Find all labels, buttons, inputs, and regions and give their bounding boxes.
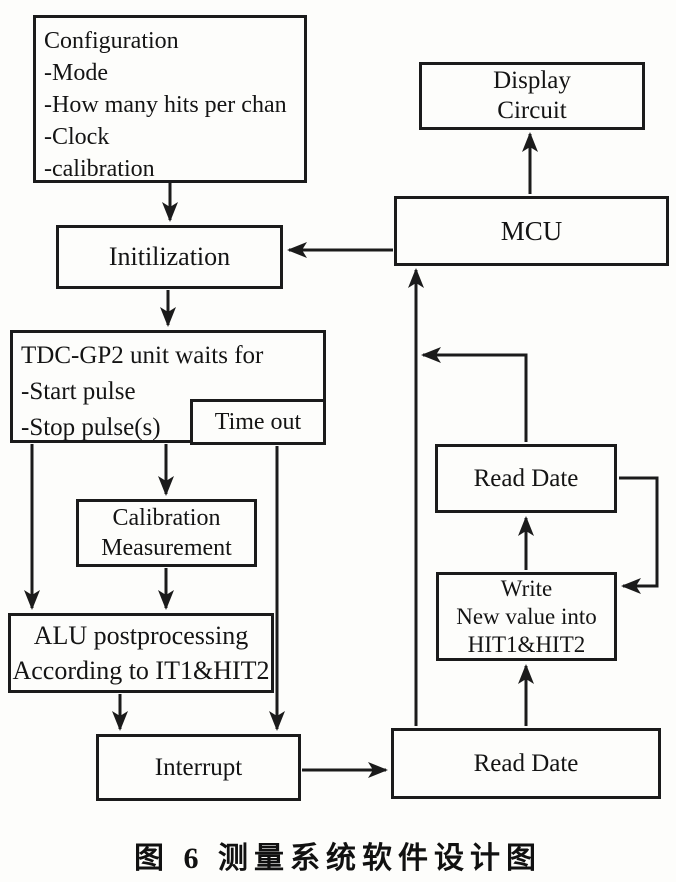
node-interrupt-label: Interrupt bbox=[154, 753, 243, 781]
node-write-new-value-line: HIT1&HIT2 bbox=[467, 631, 586, 657]
arrow-read-date-upper-to-write-loop bbox=[619, 476, 659, 594]
node-time-out-label: Time out bbox=[214, 408, 302, 435]
node-alu-postprocessing: ALU postprocessing According to IT1&HIT2 bbox=[8, 613, 274, 693]
node-time-out: Time out bbox=[190, 399, 326, 445]
node-display-circuit-line: Circuit bbox=[497, 97, 567, 124]
node-tdc-gp2-wait-line: TDC-GP2 unit waits for bbox=[21, 342, 264, 369]
node-write-new-value-line: Write bbox=[500, 575, 553, 601]
node-configuration-line: Configuration bbox=[44, 28, 179, 54]
node-configuration-line: -Mode bbox=[44, 60, 108, 86]
node-write-new-value-line: New value into bbox=[456, 603, 597, 629]
node-mcu-label: MCU bbox=[500, 215, 563, 246]
node-read-date-upper-label: Read Date bbox=[473, 464, 579, 492]
node-configuration-line: -calibration bbox=[44, 156, 155, 182]
node-initialization: Initilization bbox=[56, 225, 283, 289]
node-configuration-line: -Clock bbox=[44, 124, 110, 150]
node-tdc-gp2-wait-line: -Stop pulse(s) bbox=[21, 414, 161, 441]
node-calibration-measurement-line: Measurement bbox=[101, 535, 232, 561]
node-calibration-measurement-line: Calibration bbox=[112, 505, 221, 531]
node-tdc-gp2-wait-line: -Start pulse bbox=[21, 378, 136, 405]
node-display-circuit: Display Circuit bbox=[419, 62, 645, 130]
node-calibration-measurement: Calibration Measurement bbox=[76, 499, 257, 567]
node-read-date-lower-label: Read Date bbox=[473, 749, 579, 777]
node-mcu: MCU bbox=[394, 196, 669, 266]
node-alu-postprocessing-line: According to IT1&HIT2 bbox=[12, 656, 270, 685]
node-configuration-line: -How many hits per chan bbox=[44, 92, 287, 118]
node-tdc-gp2-wait: TDC-GP2 unit waits for -Start pulse -Sto… bbox=[10, 330, 326, 443]
arrow-read-date-upper-to-mcu-line bbox=[421, 347, 528, 442]
node-initialization-label: Initilization bbox=[108, 242, 231, 272]
node-read-date-lower: Read Date bbox=[391, 728, 661, 799]
figure-caption: 图 6 测量系统软件设计图 bbox=[134, 842, 542, 875]
node-read-date-upper: Read Date bbox=[435, 444, 617, 513]
node-display-circuit-line: Display bbox=[493, 67, 571, 94]
node-alu-postprocessing-line: ALU postprocessing bbox=[33, 621, 249, 650]
node-interrupt: Interrupt bbox=[96, 734, 301, 801]
node-configuration: Configuration -Mode -How many hits per c… bbox=[33, 15, 307, 183]
node-write-new-value: Write New value into HIT1&HIT2 bbox=[436, 572, 617, 661]
